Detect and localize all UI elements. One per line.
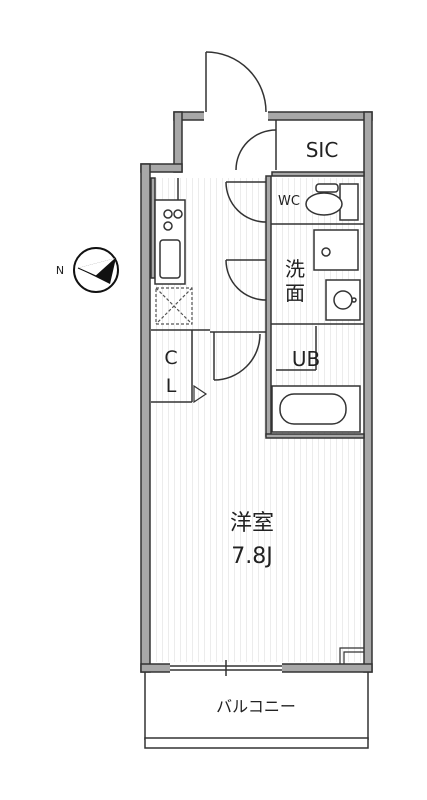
room-label-sic: SIC [306,138,339,162]
room-label-balcony: バルコニー [216,697,296,716]
compass-north-label: N [56,264,64,277]
room-label-washroom-2: 面 [285,281,305,305]
room-door[interactable] [210,331,266,381]
balcony-window [170,660,282,676]
room-label-western: 洋室 [230,511,274,536]
bath-door[interactable] [276,326,317,371]
toilet [305,183,359,221]
closet-marker [193,384,208,404]
washing-machine-space [313,229,359,271]
room-label-bath: UB [292,347,320,371]
balcony [144,672,369,749]
sic-door[interactable] [235,129,277,171]
refrigerator-space [155,287,193,325]
room-label-wc: WC [278,194,300,209]
corner-box [339,647,364,664]
entrance-door[interactable] [205,51,267,113]
washroom-door[interactable] [225,259,267,301]
kitchen [150,177,186,285]
bathtub [271,385,361,433]
room-label-closet-2: L [166,375,177,397]
compass: N [56,247,119,293]
room-label-western-size: 7.8J [231,544,272,569]
wc-door[interactable] [225,181,267,223]
wash-basin [325,279,361,321]
room-label-closet-1: C [164,347,177,369]
room-label-washroom-1: 洗 [285,257,305,281]
interior-walls [151,120,365,439]
